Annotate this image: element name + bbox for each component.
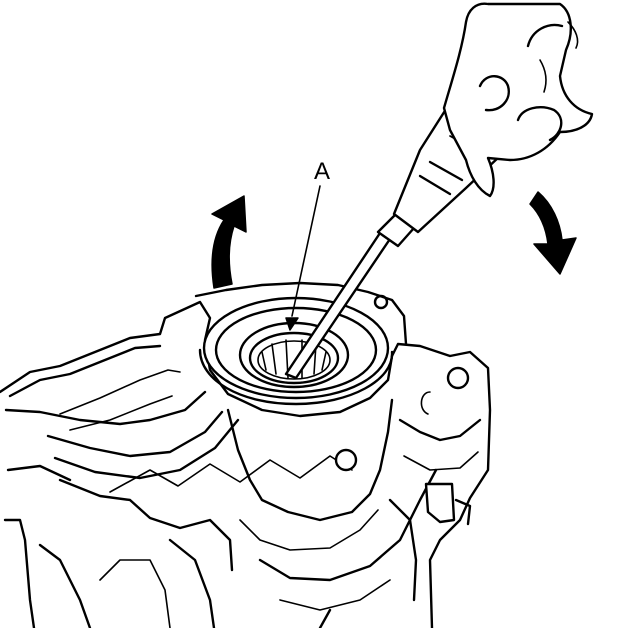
callout-arrowhead-a [285,317,299,331]
arrow-down-icon [529,191,577,275]
arrow-up-icon [211,195,247,289]
hand [442,2,594,198]
transmission-housing [0,294,492,628]
bolt-hole [446,366,470,390]
callout-label-a: A [314,158,331,185]
bolt-hole [334,448,358,472]
callout-leader-a [291,185,321,317]
